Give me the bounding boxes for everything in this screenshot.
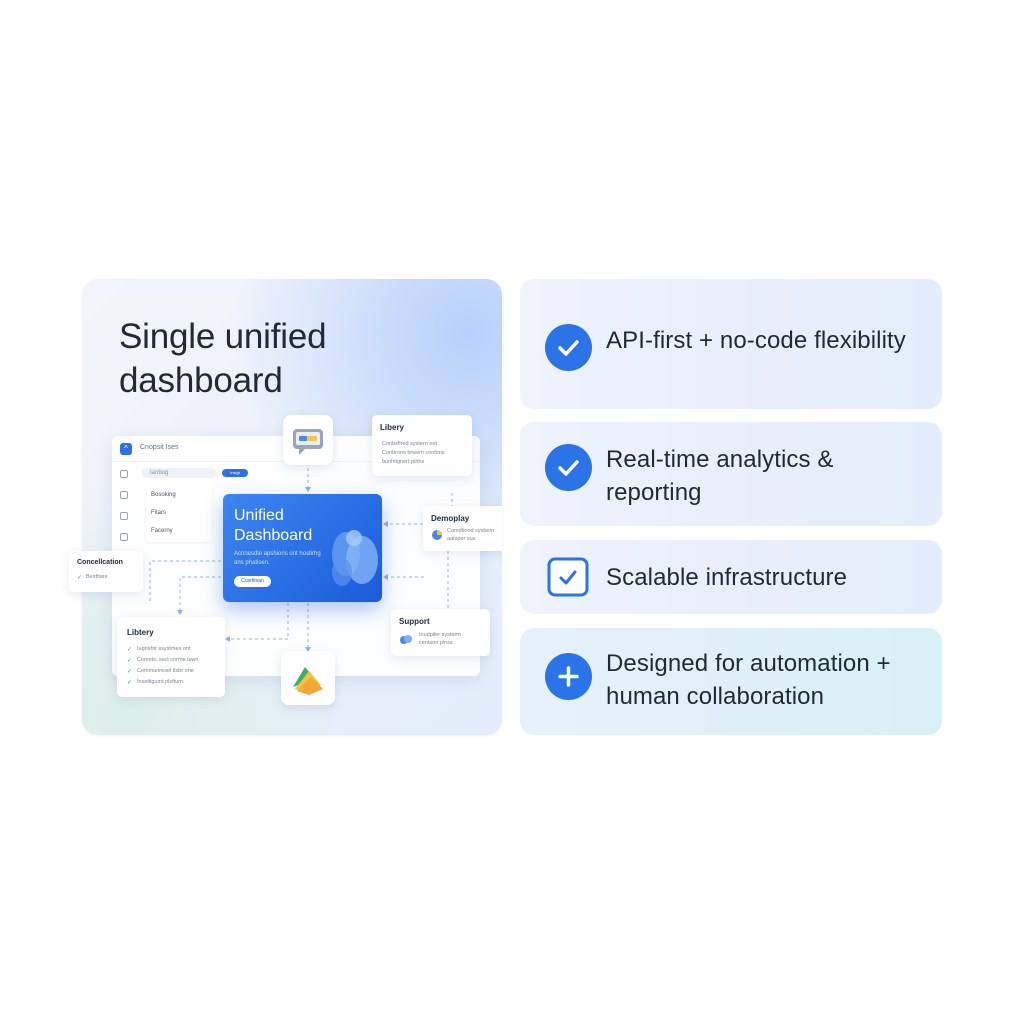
check-icon: ✓: [127, 669, 133, 675]
hero-description: Acnnesdle apshions ont hostirhg ans phat…: [234, 551, 321, 566]
menu-item[interactable]: Facerny: [151, 528, 173, 534]
feature-card-automation: Designed for automation + human collabor…: [520, 628, 942, 735]
node-text: Comdtiond sysbem: [447, 528, 495, 534]
support-node[interactable]: Support Inudpiler systerm centson pinss: [391, 609, 490, 656]
connector-line: [179, 576, 221, 614]
demoplay-node[interactable]: Demoplay Comdtiond sysbem aatsper sus: [423, 506, 502, 551]
folders-icon: [293, 667, 323, 695]
settings-icon[interactable]: [120, 533, 128, 541]
card-title: Single unified dashboard: [119, 317, 327, 400]
unified-dashboard-card[interactable]: Unified Dashboard Acnnesdle apshions ont…: [223, 494, 382, 602]
plus-circle-icon: [545, 653, 592, 700]
node-text: centson pinss: [419, 640, 453, 646]
node-text: aatsper sus: [447, 536, 476, 542]
pie-icon: [432, 530, 442, 540]
connector-line: [226, 603, 289, 640]
node-title: Demoplay: [431, 514, 470, 523]
node-text: Inseltigumt plsftum.: [137, 679, 185, 685]
concellcation-node[interactable]: Concellcation ✓ Besttiare: [69, 551, 143, 592]
calendar-icon[interactable]: [120, 470, 128, 478]
node-title: Libery: [380, 423, 405, 432]
node-text: Inudpiler systerm: [419, 632, 461, 638]
node-text: Iugrishtr ssystmes ont: [137, 646, 191, 652]
chat-tile[interactable]: [283, 415, 333, 465]
libtery-node[interactable]: Libtery ✓ Iugrishtr ssystmes ont ✓ Comnt…: [117, 617, 225, 697]
node-text: Besttiare: [86, 574, 108, 580]
node-text: bunhtignert pihhs: [382, 459, 425, 465]
side-menu: Bosoking Fitars Facerny: [146, 486, 212, 542]
check-circle-icon: [545, 444, 592, 491]
chat-icon: [293, 429, 323, 455]
check-icon: ✓: [77, 575, 83, 581]
feature-label: Designed for automation + human collabor…: [606, 650, 891, 710]
cloud-icon: [400, 635, 412, 644]
arrow-head: [177, 610, 183, 615]
arrow-head: [225, 636, 230, 642]
connector-line: [149, 560, 221, 604]
arrow-head: [305, 487, 311, 492]
libery-node[interactable]: Libery Conbsfired systern ont Conbrons b…: [372, 415, 472, 476]
menu-item[interactable]: Bosoking: [151, 492, 176, 498]
search-input[interactable]: Ianbog: [142, 468, 217, 478]
node-title: Support: [399, 617, 430, 626]
check-icon: ✓: [127, 658, 133, 664]
node-text: Cemmunresel tlsbr one: [137, 668, 194, 674]
node-text: Comnts, ssct cnrme tswn: [137, 657, 199, 663]
hero-title: Unified Dashboard: [234, 507, 313, 544]
arrow-head: [383, 574, 388, 580]
check-icon: ✓: [127, 647, 133, 653]
folders-tile[interactable]: [281, 651, 335, 705]
arrow-head: [305, 647, 311, 652]
app-name: Cnopsit Ises: [140, 444, 179, 451]
node-text: Conbsfired systern ont: [382, 441, 438, 447]
hero-button[interactable]: Cosrtitsan: [234, 576, 271, 587]
feature-label: Real-time analytics & reporting: [606, 446, 834, 506]
grid-icon[interactable]: [120, 491, 128, 499]
search-button[interactable]: Insigt: [222, 469, 248, 477]
check-circle-icon: [545, 324, 592, 371]
feature-label: API-first + no-code flexibility: [606, 327, 906, 354]
node-text: Conbrons brwem confons: [382, 450, 445, 456]
feature-card-api: API-first + no-code flexibility: [520, 279, 942, 409]
app-logo-icon: ^: [120, 443, 132, 455]
check-icon: ✓: [127, 680, 133, 686]
arrow-head: [383, 521, 388, 527]
node-title: Libtery: [127, 628, 154, 637]
feature-card-infrastructure: Scalable infrastructure: [520, 540, 942, 614]
menu-item[interactable]: Fitars: [151, 510, 166, 516]
checkbox-icon: [545, 554, 592, 601]
puzzle-art-icon: [332, 530, 378, 586]
feature-card-analytics: Real-time analytics & reporting: [520, 422, 942, 526]
chat-icon[interactable]: [120, 512, 128, 520]
node-title: Concellcation: [77, 559, 123, 566]
feature-label: Scalable infrastructure: [606, 564, 848, 591]
